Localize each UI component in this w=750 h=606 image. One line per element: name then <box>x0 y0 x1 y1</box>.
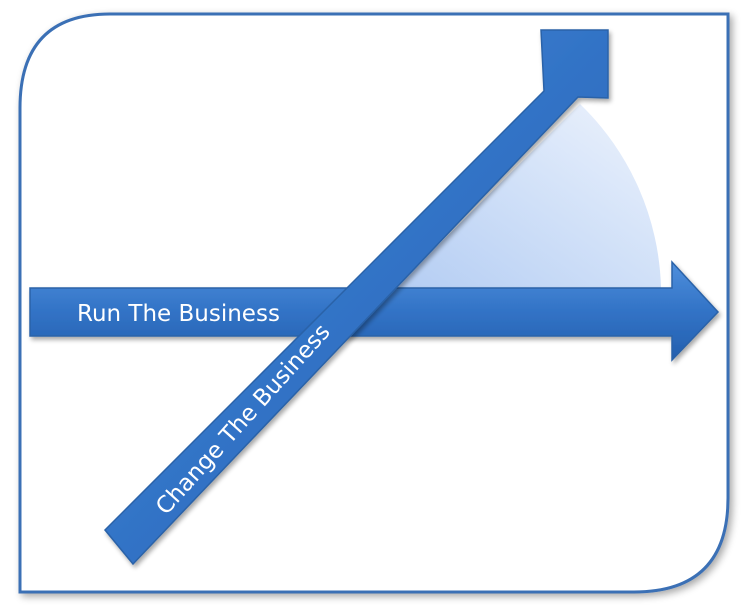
run-the-business-label: Run The Business <box>77 301 280 327</box>
change-the-business-arrow <box>103 29 609 566</box>
angle-arc <box>395 104 661 288</box>
